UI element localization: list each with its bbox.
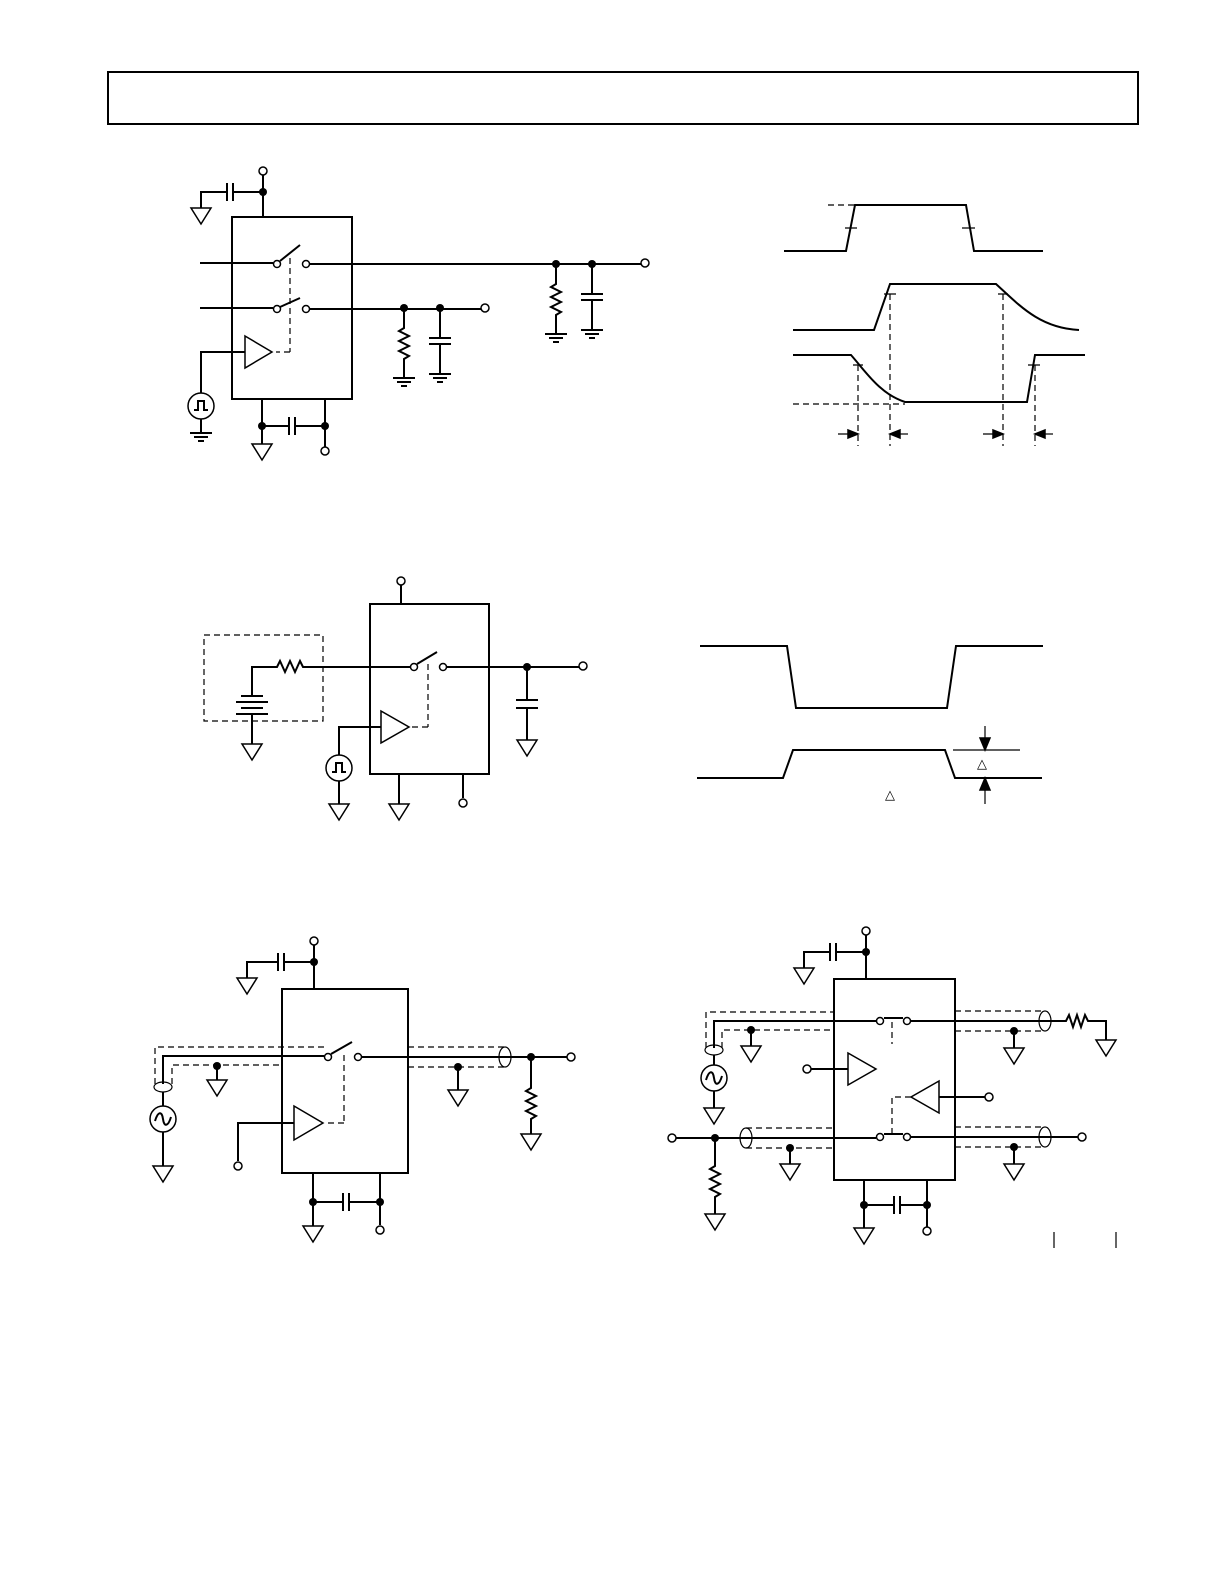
output-terminal-1 [640,258,650,268]
ic-body [833,978,956,1181]
driver-buffer [380,709,411,745]
output-terminal [578,661,588,671]
ic-body [281,988,409,1174]
ic-body [369,603,490,775]
supply-terminal [396,576,406,586]
driver-buffer-2 [909,1079,940,1115]
driver-buffer [244,334,274,370]
supply-terminal [309,936,319,946]
fig-charge-injection-waveform: △ △ [697,645,1043,804]
fig-off-isolation-circuit [149,936,576,1243]
fig-crosstalk-circuit [667,926,1117,1248]
driver-buffer-1 [847,1051,878,1087]
output-terminal [566,1052,576,1062]
supply-terminal [258,166,268,176]
delta-symbol: △ [977,757,987,772]
supply-terminal [861,926,871,936]
driver-buffer [293,1104,325,1142]
source-box [203,634,324,722]
fig-charge-injection-circuit [203,576,588,821]
output-terminal-2 [480,303,490,313]
delta-symbol: △ [885,788,895,803]
fig-switch-time-circuit [187,166,650,461]
fig-switch-time-waveform [784,204,1085,446]
header-box [107,71,1139,125]
